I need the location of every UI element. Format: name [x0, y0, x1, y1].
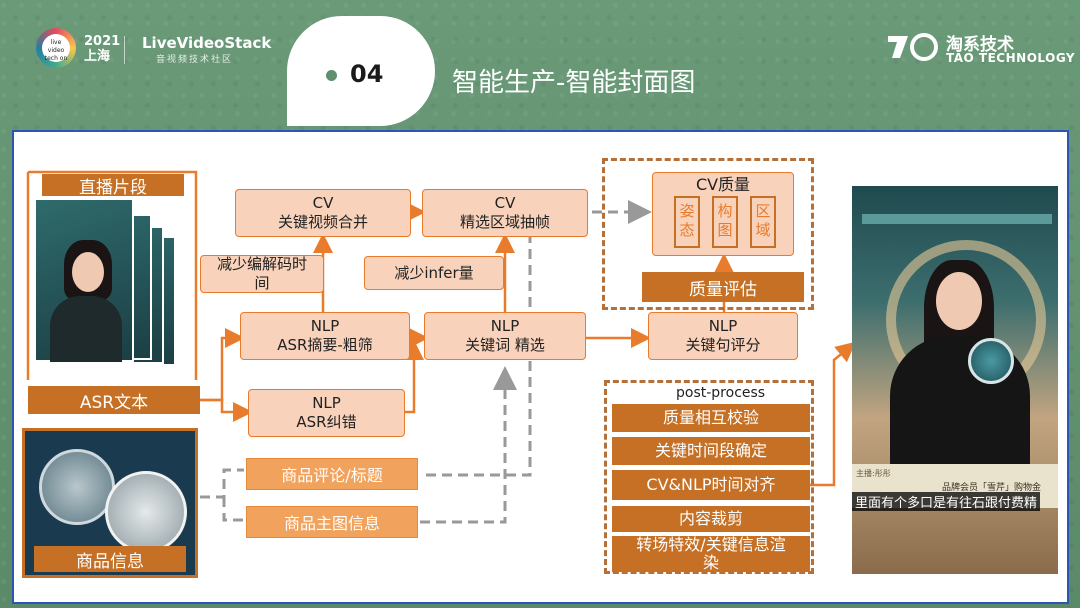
section-dot-icon: [326, 70, 337, 81]
cv-quality-item-composition: 构图: [712, 196, 738, 248]
quality-eval-box: 质量评估: [642, 272, 804, 302]
host-body: [50, 296, 122, 362]
slide-title: 智能生产-智能封面图: [452, 68, 696, 98]
logo-text: live video tech on: [42, 34, 70, 62]
tao-brand-en: TAO TECHNOLOGY: [946, 51, 1076, 65]
nlp-keyword-title: NLP: [490, 317, 520, 335]
tao-brand-cn: 淘系技术: [946, 35, 1014, 55]
product-review-box: 商品评论/标题: [246, 458, 418, 490]
host-face: [936, 272, 982, 330]
nlp-sentence-title: NLP: [708, 317, 738, 335]
nlp-sentence-text: 关键句评分: [685, 336, 761, 354]
clip-frame: [34, 198, 134, 362]
post-process-label: post-process: [676, 385, 766, 401]
post-step-3: CV&NLP时间对齐: [612, 470, 810, 500]
section-number: 04: [350, 60, 384, 88]
post-process-region: [604, 380, 814, 574]
output-cover-image: 主播:彤彤 品牌会员「雪芹」购物金: [852, 186, 1058, 574]
post-step-4: 内容裁剪: [612, 506, 810, 532]
cv-merge-text: 关键视频合并: [277, 213, 368, 231]
livevideo-techon-logo: live video tech on: [36, 28, 76, 68]
nlp-correct-text: ASR纠错: [296, 413, 357, 431]
reduce-decode-note: 减少编解码时间: [200, 255, 324, 293]
post-step-2: 关键时间段确定: [612, 437, 810, 465]
nlp-summary-title: NLP: [310, 317, 340, 335]
cv-quality-item-pose: 姿态: [674, 196, 700, 248]
nlp-summary-box: NLP ASR摘要-粗筛: [240, 312, 410, 360]
nlp-summary-text: ASR摘要-粗筛: [277, 336, 373, 354]
post-step-5: 转场特效/关键信息渲染: [612, 536, 810, 572]
section-number-badge: [287, 16, 435, 126]
post-step-1: 质量相互校验: [612, 404, 810, 432]
shelf-light: [862, 214, 1052, 224]
header-divider: [124, 36, 125, 64]
cv-merge-title: CV: [312, 194, 334, 212]
nlp-keyword-box: NLP 关键词 精选: [424, 312, 586, 360]
product-image-info-box: 商品主图信息: [246, 506, 418, 538]
cv-select-title: CV: [494, 194, 516, 212]
nlp-correct-title: NLP: [312, 394, 341, 412]
cv-select-text: 精选区域抽帧: [459, 213, 550, 231]
host-face: [72, 252, 104, 292]
product-compact-icon: [968, 338, 1014, 384]
output-banner-title: 品牌会员「雪芹」购物金: [942, 483, 1042, 493]
nlp-sentence-box: NLP 关键句评分: [648, 312, 798, 360]
live-clip-label: 直播片段: [42, 174, 184, 198]
output-banner-tag: 主播:彤彤: [856, 469, 891, 478]
cv-quality-title: CV质量: [695, 175, 751, 194]
cushion-compact-icon: [39, 449, 115, 525]
nlp-keyword-text: 关键词 精选: [465, 336, 545, 354]
event-year: 2021: [84, 34, 121, 49]
reduce-infer-note: 减少infer量: [364, 256, 504, 290]
cv-quality-item-region: 区域: [750, 196, 776, 248]
nlp-correct-box: NLP ASR纠错: [248, 389, 405, 437]
cv-quality-region: [602, 158, 814, 310]
cv-merge-box: CV 关键视频合并: [235, 189, 411, 237]
cv-select-box: CV 精选区域抽帧: [422, 189, 588, 237]
output-caption: 里面有个多口是有往石跟付费精: [852, 492, 1041, 511]
livevideostack-logo: LiveVideoStack: [142, 34, 272, 52]
asr-text-box: ASR文本: [28, 386, 200, 414]
compact-lid-icon: [105, 471, 187, 553]
event-year-city: 2021 上海: [84, 34, 120, 64]
event-city: 上海: [84, 49, 111, 64]
slide-header: live video tech on 2021 上海 LiveVideoStac…: [0, 0, 1080, 128]
product-info-label: 商品信息: [34, 546, 186, 572]
tao-logo-icon: [888, 33, 938, 61]
livevideostack-subtitle: 音视频技术社区: [156, 55, 234, 65]
